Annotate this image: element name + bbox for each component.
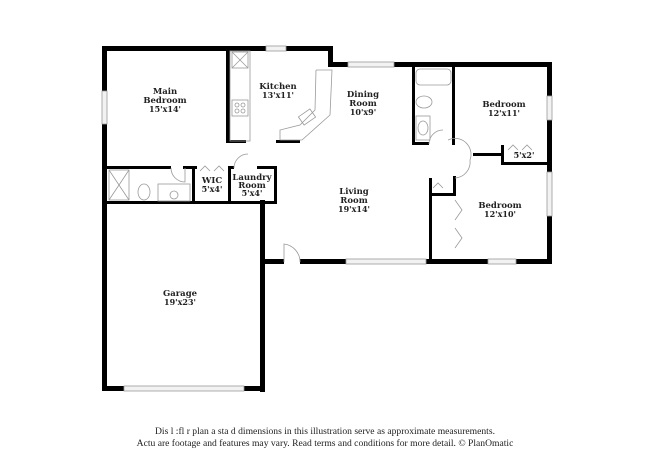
room-label-closet: 5'x2' [514, 150, 535, 160]
room-label-garage: Garage [163, 289, 198, 299]
room-label-kitchen: Kitchen [259, 82, 297, 92]
svg-text:12'x11': 12'x11' [488, 108, 520, 118]
room-label-living-room: Living [339, 187, 369, 197]
svg-text:Bedroom: Bedroom [143, 96, 186, 106]
svg-text:Room: Room [238, 181, 265, 191]
disclaimer-line-1: Dis l :fl r plan a sta d dimensions in t… [155, 426, 495, 437]
svg-text:Room: Room [349, 99, 376, 109]
room-label-bedroom-2: Bedroom [478, 201, 521, 211]
svg-text:19'x14': 19'x14' [338, 204, 370, 214]
room-label-dining-room: Dining [347, 90, 379, 100]
svg-text:5'x4': 5'x4' [202, 184, 223, 194]
interior-walls [107, 46, 552, 264]
room-label-bedroom-1: Bedroom [482, 100, 525, 110]
fixtures [108, 50, 533, 263]
svg-text:19'x23': 19'x23' [164, 297, 196, 307]
room-label-wic: WIC [201, 176, 223, 186]
svg-text:5'x4': 5'x4' [242, 188, 263, 198]
svg-text:Room: Room [340, 196, 367, 206]
disclaimer-line-2: Actu are footage and features may vary. … [136, 438, 514, 449]
room-label-main-bedroom: Main [153, 87, 177, 97]
windows [101, 45, 553, 392]
exterior-walls [102, 46, 552, 392]
svg-text:12'x10': 12'x10' [484, 209, 516, 219]
room-label-laundry-room: Laundry [232, 173, 272, 183]
room-labels: Main Bedroom 15'x14' Kitchen 13'x11' Din… [143, 82, 534, 307]
svg-text:15'x14': 15'x14' [149, 104, 181, 114]
svg-text:13'x11': 13'x11' [262, 90, 294, 100]
svg-text:10'x9': 10'x9' [350, 107, 376, 117]
disclaimer: Dis l :fl r plan a sta d dimensions in t… [0, 426, 650, 450]
